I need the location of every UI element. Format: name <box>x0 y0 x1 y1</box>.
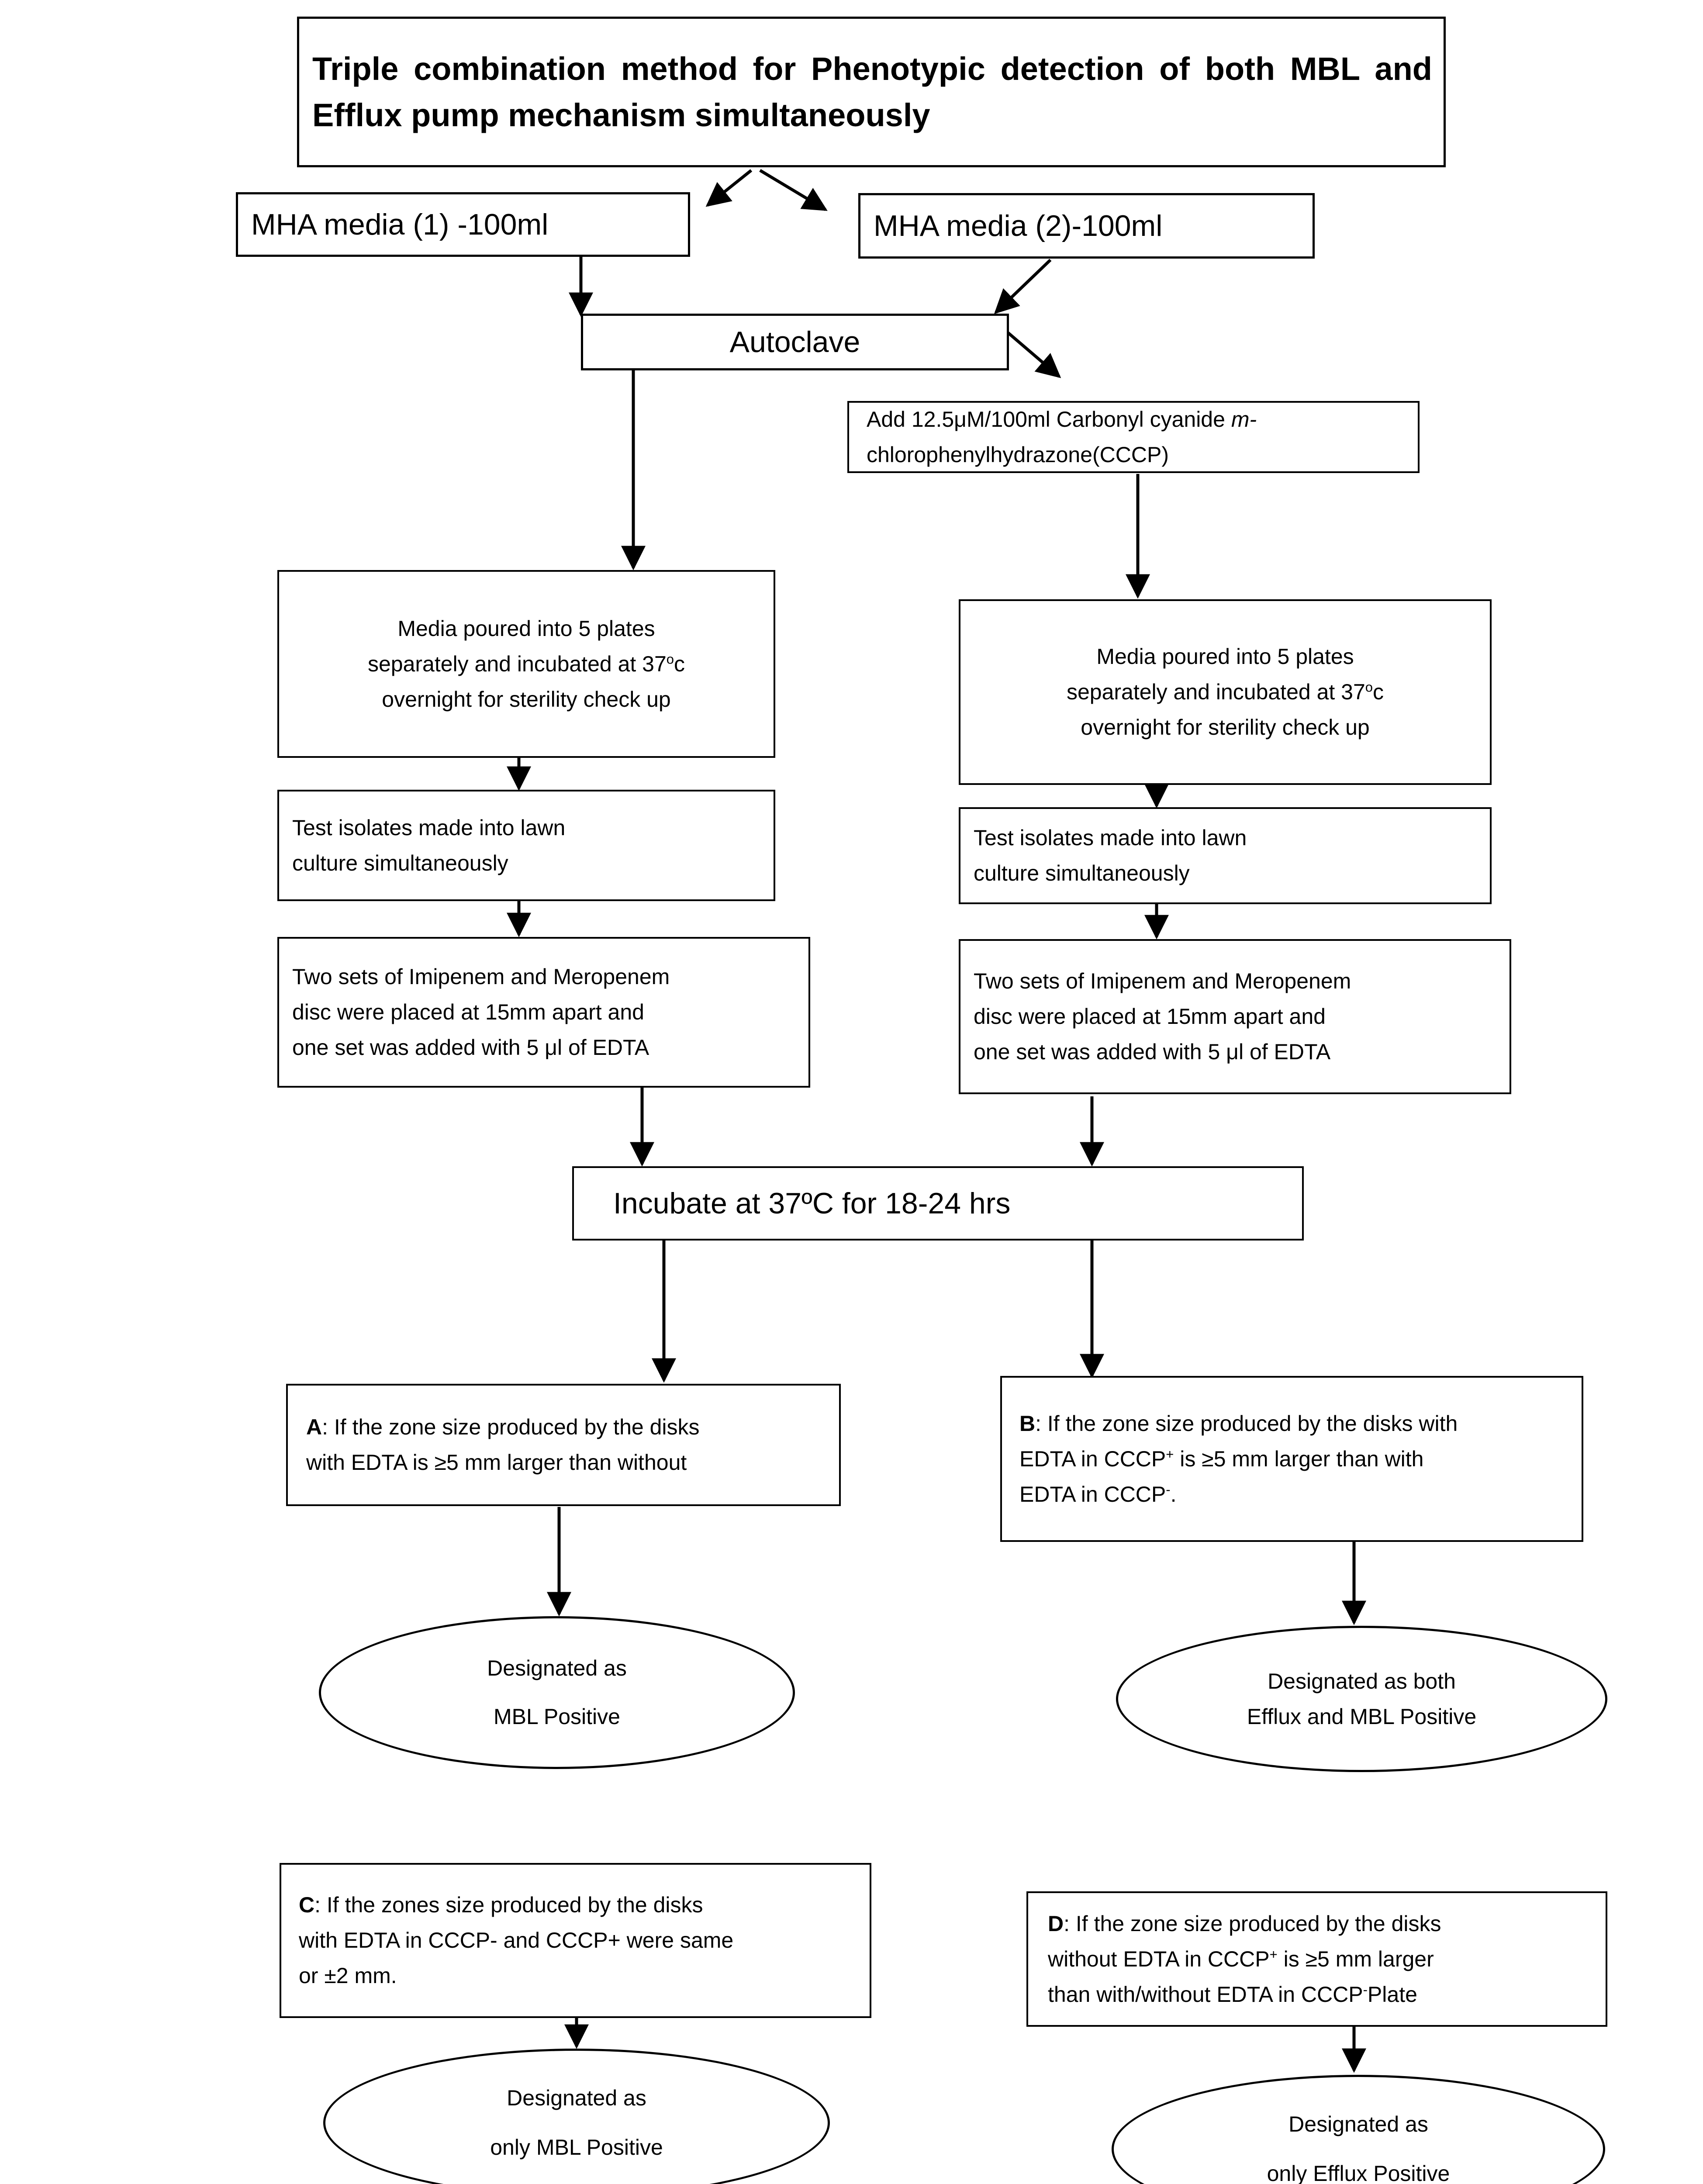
result-d-line3-text: than with/without EDTA in CCCP <box>1048 1982 1363 2007</box>
mha-media-1-label: MHA media (1) -100ml <box>251 207 549 241</box>
mha-media-1-box: MHA media (1) -100ml <box>236 192 690 257</box>
result-d-line-2: without EDTA in CCCP+ is ≥5 mm larger <box>1028 1942 1606 1977</box>
outcome-d-ellipse: Designated as only Efflux Positive <box>1112 2075 1605 2184</box>
outcome-c-line-1: Designated as <box>507 2086 646 2110</box>
right-pour-line2-unit: c <box>1373 680 1384 704</box>
autoclave-label: Autoclave <box>729 325 860 359</box>
outcome-a-line-2: MBL Positive <box>494 1704 620 1729</box>
arrow-media2-to-autoclave <box>994 259 1052 314</box>
outcome-d-line-2: only Efflux Positive <box>1267 2161 1450 2184</box>
mha-media-2-box: MHA media (2)-100ml <box>858 193 1315 259</box>
left-pour-degree-sup: o <box>666 651 674 667</box>
right-lawn-line-1: Test isolates made into lawn <box>974 826 1247 850</box>
outcome-a-ellipse: Designated as MBL Positive <box>319 1616 795 1769</box>
result-b-cccp-plus-sup: + <box>1166 1446 1174 1462</box>
result-c-box: C: If the zones size produced by the dis… <box>280 1863 871 2018</box>
arrow-title-to-media1 <box>705 169 753 207</box>
result-c-line-2: with EDTA in CCCP- and CCCP+ were same <box>299 1928 734 1952</box>
outcome-c-line-2: only MBL Positive <box>490 2135 663 2160</box>
result-d-line1-text: : If the zone size produced by the disks <box>1064 1911 1441 1936</box>
outcome-c-ellipse: Designated as only MBL Positive <box>323 2049 830 2184</box>
result-a-line-2: with EDTA is ≥5 mm larger than without <box>306 1450 687 1475</box>
result-c-tag: C <box>299 1893 315 1917</box>
result-b-line2-text: EDTA in CCCP <box>1019 1446 1166 1471</box>
result-b-line-1: B: If the zone size produced by the disk… <box>1002 1406 1582 1441</box>
result-d-tag: D <box>1048 1911 1064 1936</box>
result-a-line-1: A: If the zone size produced by the disk… <box>288 1410 839 1445</box>
result-c-line-1: C: If the zones size produced by the dis… <box>281 1887 870 1923</box>
result-b-line3-tail: . <box>1170 1482 1177 1507</box>
result-a-tag: A <box>306 1415 322 1439</box>
cccp-line-1: Add 12.5μM/100ml Carbonyl cyanide m- <box>849 402 1418 437</box>
right-pour-line-3: overnight for sterility check up <box>1081 715 1370 740</box>
left-pour-line2-text: separately and incubated at 37 <box>367 651 667 676</box>
cccp-line-2: chlorophenylhydrazone(CCCP) <box>867 442 1169 467</box>
autoclave-box: Autoclave <box>581 314 1009 370</box>
cccp-box: Add 12.5μM/100ml Carbonyl cyanide m- chl… <box>847 401 1420 473</box>
result-b-line3-text: EDTA in CCCP <box>1019 1482 1166 1507</box>
left-lawn-line-2: culture simultaneously <box>292 850 508 875</box>
right-disc-line-1: Two sets of Imipenem and Meropenem <box>974 969 1351 993</box>
right-pour-box: Media poured into 5 plates separately an… <box>959 599 1492 785</box>
left-disc-line-3: one set was added with 5 μl of EDTA <box>292 1035 649 1060</box>
outcome-b-line-2: Efflux and MBL Positive <box>1247 1704 1477 1729</box>
outcome-a-line-1: Designated as <box>487 1656 627 1680</box>
left-pour-line-2: separately and incubated at 37oc <box>279 646 774 682</box>
result-c-line-3: or ±2 mm. <box>299 1963 397 1988</box>
incubate-label: Incubate at 37ºC for 18-24 hrs <box>613 1186 1011 1220</box>
mha-media-2-label: MHA media (2)-100ml <box>874 209 1163 242</box>
cccp-line1-italic: m- <box>1231 407 1257 432</box>
result-d-line2-text: without EDTA in CCCP <box>1048 1946 1270 1971</box>
result-b-line-3: EDTA in CCCP-. <box>1002 1477 1582 1512</box>
right-pour-line-1: Media poured into 5 plates <box>1096 644 1354 669</box>
arrow-title-to-media2 <box>759 169 828 211</box>
left-lawn-line-1: Test isolates made into lawn <box>292 815 566 840</box>
outcome-d-line-1: Designated as <box>1288 2112 1428 2136</box>
incubate-box: Incubate at 37ºC for 18-24 hrs <box>572 1166 1304 1241</box>
left-pour-line-3: overnight for sterility check up <box>382 687 671 712</box>
arrow-autoclave-to-cccp <box>1003 328 1061 378</box>
left-disc-line-1: Two sets of Imipenem and Meropenem <box>292 964 670 989</box>
result-d-line-3: than with/without EDTA in CCCP-Plate <box>1028 1977 1606 2012</box>
result-d-line2-tail: is ≥5 mm larger <box>1277 1946 1434 1971</box>
cccp-line1-text: Add 12.5μM/100ml Carbonyl cyanide <box>867 407 1231 432</box>
result-b-tag: B <box>1019 1411 1036 1436</box>
left-pour-line2-unit: c <box>674 651 685 676</box>
result-d-line3-tail: Plate <box>1367 1982 1417 2007</box>
result-b-line1-text: : If the zone size produced by the disks… <box>1035 1411 1458 1436</box>
result-c-line1-text: : If the zones size produced by the disk… <box>314 1893 703 1917</box>
right-lawn-line-2: culture simultaneously <box>974 861 1190 885</box>
result-b-box: B: If the zone size produced by the disk… <box>1000 1376 1583 1542</box>
right-disc-line-3: one set was added with 5 μl of EDTA <box>974 1040 1331 1064</box>
left-disc-box: Two sets of Imipenem and Meropenem disc … <box>277 937 810 1088</box>
left-pour-box: Media poured into 5 plates separately an… <box>277 570 775 758</box>
result-d-cccp-plus-sup: + <box>1269 1946 1278 1962</box>
result-b-line2-tail: is ≥5 mm larger than with <box>1174 1446 1424 1471</box>
result-a-box: A: If the zone size produced by the disk… <box>286 1384 841 1506</box>
title-text: Triple combination method for Phenotypic… <box>312 51 1432 133</box>
outcome-b-ellipse: Designated as both Efflux and MBL Positi… <box>1116 1626 1607 1772</box>
right-pour-line2-text: separately and incubated at 37 <box>1066 680 1365 704</box>
result-b-cccp-minus-sup: - <box>1166 1481 1171 1497</box>
result-b-line-2: EDTA in CCCP+ is ≥5 mm larger than with <box>1002 1441 1582 1477</box>
right-disc-box: Two sets of Imipenem and Meropenem disc … <box>959 939 1511 1094</box>
outcome-b-line-1: Designated as both <box>1268 1669 1456 1693</box>
left-lawn-box: Test isolates made into lawn culture sim… <box>277 790 775 901</box>
result-d-box: D: If the zone size produced by the disk… <box>1026 1891 1607 2027</box>
result-a-line1-text: : If the zone size produced by the disks <box>322 1415 700 1439</box>
result-d-line-1: D: If the zone size produced by the disk… <box>1028 1906 1606 1942</box>
right-pour-degree-sup: o <box>1365 679 1373 695</box>
title-box: Triple combination method for Phenotypic… <box>297 17 1446 167</box>
left-pour-line-1: Media poured into 5 plates <box>397 616 655 641</box>
right-lawn-box: Test isolates made into lawn culture sim… <box>959 807 1492 904</box>
right-disc-line-2: disc were placed at 15mm apart and <box>974 1004 1326 1029</box>
left-disc-line-2: disc were placed at 15mm apart and <box>292 1000 644 1024</box>
right-pour-line-2: separately and incubated at 37oc <box>960 674 1490 710</box>
result-d-cccp-minus-sup: - <box>1363 1981 1368 1997</box>
